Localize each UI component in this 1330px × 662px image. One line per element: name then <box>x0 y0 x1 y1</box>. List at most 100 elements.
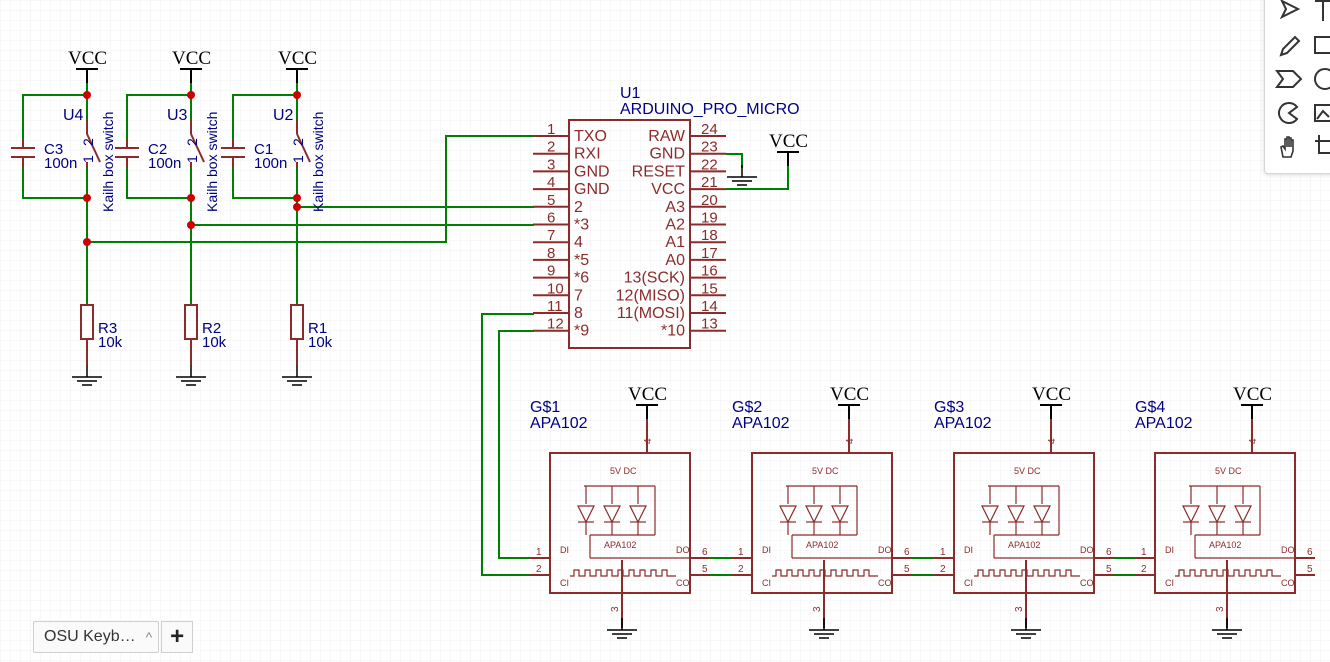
led-supply-label: 5V DC <box>812 466 839 476</box>
led-ci-label: CI <box>762 578 771 588</box>
crop-icon[interactable] <box>1309 131 1330 163</box>
mcu-pin-name: A1 <box>665 234 685 251</box>
led-pin-num: 5 <box>904 564 910 575</box>
led-pin-num: 6 <box>1106 547 1112 558</box>
led-ci-label: CI <box>560 578 569 588</box>
led-body <box>953 452 1095 594</box>
diode-triangle <box>1182 505 1200 524</box>
mcu-pin-number: 13 <box>701 316 718 333</box>
net-wire-di <box>498 330 550 559</box>
mcu-name: ARDUINO_PRO_MICRO <box>620 101 800 118</box>
led-do-label: DO <box>878 545 892 555</box>
resistor-ref: R3 <box>98 320 117 337</box>
mcu-pin-number: 3 <box>547 156 555 173</box>
led-ref: G$2 <box>732 399 762 416</box>
resistor-value: 10k <box>308 334 333 351</box>
cap-wire <box>126 168 191 199</box>
led-pin-num: 6 <box>904 547 910 558</box>
led-pin-num: 6 <box>702 547 708 558</box>
mcu-pin-name: A2 <box>665 217 685 234</box>
capacitor-value: 100n <box>254 155 287 172</box>
mcu-pin-number: 17 <box>701 245 718 262</box>
add-sheet-button[interactable]: + <box>161 621 194 653</box>
mcu-pin-number: 7 <box>547 227 555 244</box>
mcu-pin-name: *10 <box>661 323 685 340</box>
cap-wire <box>232 168 297 199</box>
led-chip-label: APA102 <box>1209 540 1241 550</box>
pointer-icon[interactable] <box>1273 0 1305 27</box>
clock-waveform <box>974 569 1080 577</box>
led-pin-num: 4 <box>1047 438 1058 444</box>
circle-icon[interactable] <box>1309 63 1330 95</box>
led-co-label: CO <box>1281 578 1295 588</box>
mcu-pin-name: 8 <box>574 305 583 322</box>
led-do-label: DO <box>676 545 690 555</box>
led-ref: G$4 <box>1135 399 1165 416</box>
led-ci-label: CI <box>964 578 973 588</box>
diode-triangle <box>1208 505 1226 524</box>
mcu-pin-name: GND <box>574 181 610 198</box>
led-co-label: CO <box>878 578 892 588</box>
led-body <box>751 452 893 594</box>
pencil-icon[interactable] <box>1273 29 1305 61</box>
led-pin-num: 2 <box>738 564 744 575</box>
mcu-pin-number: 18 <box>701 227 718 244</box>
mcu-pin-name: A0 <box>665 252 685 269</box>
mcu-pin-number: 10 <box>547 280 564 297</box>
mcu-pin-number: 5 <box>547 192 555 209</box>
sheet-tabs: OSU Keyb… ^ + <box>33 621 194 653</box>
resistor-ref: R1 <box>308 320 327 337</box>
tag-shape-icon[interactable] <box>1273 63 1305 95</box>
mcu-pin-name: VCC <box>651 181 685 198</box>
hand-icon[interactable] <box>1273 131 1305 163</box>
gnd-wire <box>726 153 743 168</box>
led-pin-num: 4 <box>845 438 856 444</box>
diode-triangle <box>629 505 647 524</box>
led-do-label: DO <box>1080 545 1094 555</box>
cap-wire <box>22 168 87 199</box>
junction-dot <box>293 194 301 202</box>
led-chip-label: APA102 <box>604 540 636 550</box>
mcu-pin-name: 13(SCK) <box>624 270 685 287</box>
diode-triangle <box>1007 505 1025 524</box>
junction-dot <box>187 194 195 202</box>
junction-dot <box>187 91 195 99</box>
mcu-pin-name: RXI <box>574 146 601 163</box>
image-icon[interactable] <box>1309 97 1330 129</box>
tab-label: OSU Keyb… <box>44 628 136 645</box>
mcu-pin-name: *9 <box>574 323 589 340</box>
mcu-pin-name: RESET <box>632 163 686 180</box>
led-di-label: DI <box>964 545 973 555</box>
vcc-label: VCC <box>278 48 317 69</box>
switch-blade <box>296 133 311 163</box>
led-di-label: DI <box>762 545 771 555</box>
capacitor-value: 100n <box>148 155 181 172</box>
diode-triangle <box>779 505 797 524</box>
led-pin-num: 5 <box>1106 564 1112 575</box>
switch-ref: U3 <box>167 107 188 124</box>
vcc-label: VCC <box>172 48 211 69</box>
clock-waveform <box>570 569 676 577</box>
switch-pin-2: 2 <box>184 138 200 146</box>
vcc-label: VCC <box>1233 384 1272 405</box>
led-chip-label: APA102 <box>806 540 838 550</box>
mcu-pin-name: 7 <box>574 287 583 304</box>
mcu-pin-name: *6 <box>574 270 589 287</box>
switch-label: Kailh box switch <box>310 112 326 212</box>
mcu-pin-number: 22 <box>701 156 718 173</box>
mcu-pin-name: TXO <box>574 128 607 145</box>
mcu-pin-name: A3 <box>665 199 685 216</box>
led-pin-num: 3 <box>1014 606 1025 612</box>
rectangle-icon[interactable] <box>1309 29 1330 61</box>
switch-pin-1: 1 <box>290 155 306 163</box>
mcu-pin-name: 4 <box>574 234 583 251</box>
mcu-body <box>568 119 691 349</box>
tab-osu-keyboard[interactable]: OSU Keyb… ^ <box>33 621 160 653</box>
led-pin-num: 5 <box>1307 564 1313 575</box>
pie-icon[interactable] <box>1273 97 1305 129</box>
led-pin-num: 6 <box>1307 547 1313 558</box>
text-icon[interactable] <box>1309 0 1330 27</box>
junction-dot <box>83 91 91 99</box>
chevron-up-icon[interactable]: ^ <box>145 629 153 645</box>
